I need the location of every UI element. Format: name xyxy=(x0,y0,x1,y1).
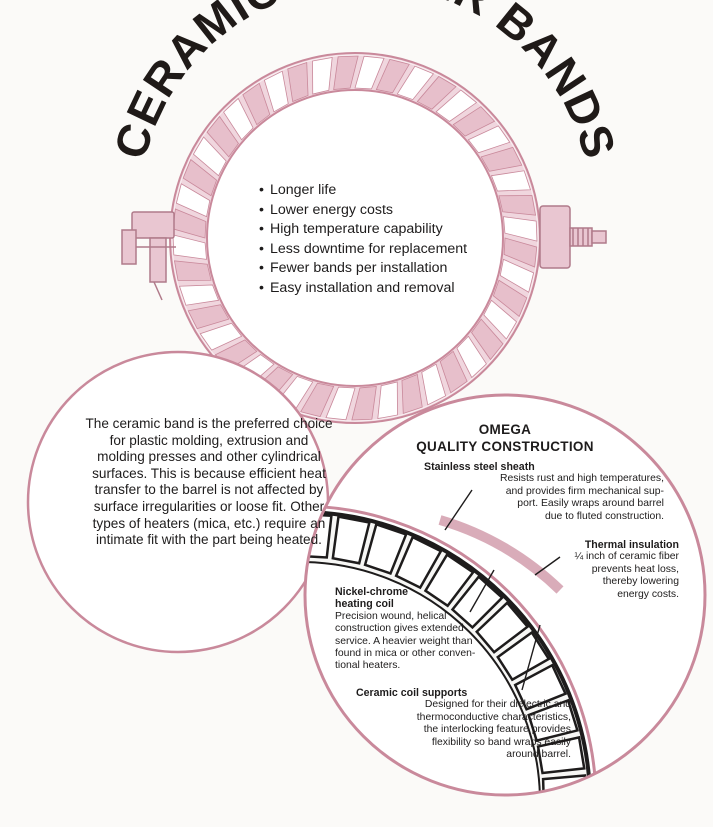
callout-body: Resists rust and high temperatures, and … xyxy=(499,473,664,522)
band-segment xyxy=(173,260,212,281)
benefit-item: Lower energy costs xyxy=(255,201,515,221)
band-segment xyxy=(182,158,218,197)
quality-heading-subtitle: QUALITY CONSTRUCTION xyxy=(416,439,594,454)
band-segment xyxy=(187,304,230,330)
band-clamp-left xyxy=(121,211,176,301)
callout-body: Precision wound, helical construction gi… xyxy=(335,610,476,672)
ceramic-block xyxy=(394,535,443,590)
callout-title: Stainless steel sheath xyxy=(424,461,535,473)
ceramic-block xyxy=(536,735,586,775)
band-segment xyxy=(396,65,435,101)
benefits-list: Longer life Lower energy costs High temp… xyxy=(255,181,515,299)
band-segment xyxy=(206,115,239,158)
callout-title: Nickel-chrome heating coil xyxy=(335,586,409,611)
band-segment xyxy=(300,382,335,418)
quality-heading: OMEGA QUALITY CONSTRUCTION xyxy=(405,421,605,455)
callout-body: ¼ inch of ceramic fiber prevents heat lo… xyxy=(574,551,679,600)
band-segment xyxy=(483,299,518,340)
ceramic-block xyxy=(513,663,568,711)
band-segment xyxy=(421,363,447,406)
quality-heading-brand: OMEGA xyxy=(478,422,532,437)
ceramic-block xyxy=(363,522,408,575)
band-segment xyxy=(312,56,333,95)
callout-title: Thermal insulation xyxy=(584,539,679,551)
ceramic-block xyxy=(423,552,475,608)
band-segment xyxy=(175,183,211,218)
band-segment xyxy=(375,58,410,94)
band-segment xyxy=(456,335,487,379)
benefit-item: Fewer bands per installation xyxy=(255,259,515,279)
callout-thermal-insulation: Thermal insulation ¼ inch of ceramic fib… xyxy=(555,539,679,601)
benefit-item: Longer life xyxy=(255,181,515,201)
band-segment xyxy=(452,106,496,137)
band-segment xyxy=(467,125,511,154)
ceramic-block xyxy=(450,574,504,630)
benefit-item: Less downtime for replacement xyxy=(255,240,515,260)
band-segment xyxy=(416,75,457,110)
ceramic-block xyxy=(331,515,371,565)
band-segment xyxy=(199,322,243,351)
heater-band-segments xyxy=(172,55,538,421)
band-segment xyxy=(439,350,468,394)
ceramic-block xyxy=(475,600,530,654)
callout-leader-lines xyxy=(444,489,561,691)
construction-circle xyxy=(303,393,707,797)
band-segment xyxy=(435,89,478,122)
intro-text: The ceramic band is the preferred choice… xyxy=(85,416,333,548)
band-segment xyxy=(351,386,377,421)
band-segment xyxy=(192,136,227,177)
callout-body: Designed for their dielectric and thermo… xyxy=(416,699,571,761)
callout-stainless-steel-sheath: Stainless steel sheath Resists rust and … xyxy=(424,461,664,523)
band-segment xyxy=(401,373,423,415)
band-segment xyxy=(333,55,359,90)
band-segment xyxy=(263,70,289,113)
band-segment xyxy=(287,61,309,103)
benefit-item: High temperature capability xyxy=(255,220,515,240)
terminal-post-right xyxy=(539,205,607,269)
callout-nickel-chrome-coil: Nickel-chrome heating coil Precision wou… xyxy=(335,586,525,673)
band-segment xyxy=(172,208,207,239)
band-segment xyxy=(480,146,523,172)
band-segment xyxy=(377,381,398,420)
benefit-item: Easy installation and removal xyxy=(255,279,515,299)
band-segment xyxy=(471,318,504,361)
band-segment xyxy=(178,284,220,306)
ceramic-coil-supports xyxy=(305,512,588,795)
ceramic-block xyxy=(496,630,551,682)
callout-ceramic-coil-supports: Ceramic coil supports Designed for their… xyxy=(356,687,571,761)
band-segment xyxy=(223,97,254,141)
callout-title: Ceramic coil supports xyxy=(356,687,468,699)
band-segment xyxy=(325,386,356,421)
ceramic-block xyxy=(527,698,579,743)
band-segment xyxy=(354,55,385,90)
band-segment xyxy=(242,82,271,126)
